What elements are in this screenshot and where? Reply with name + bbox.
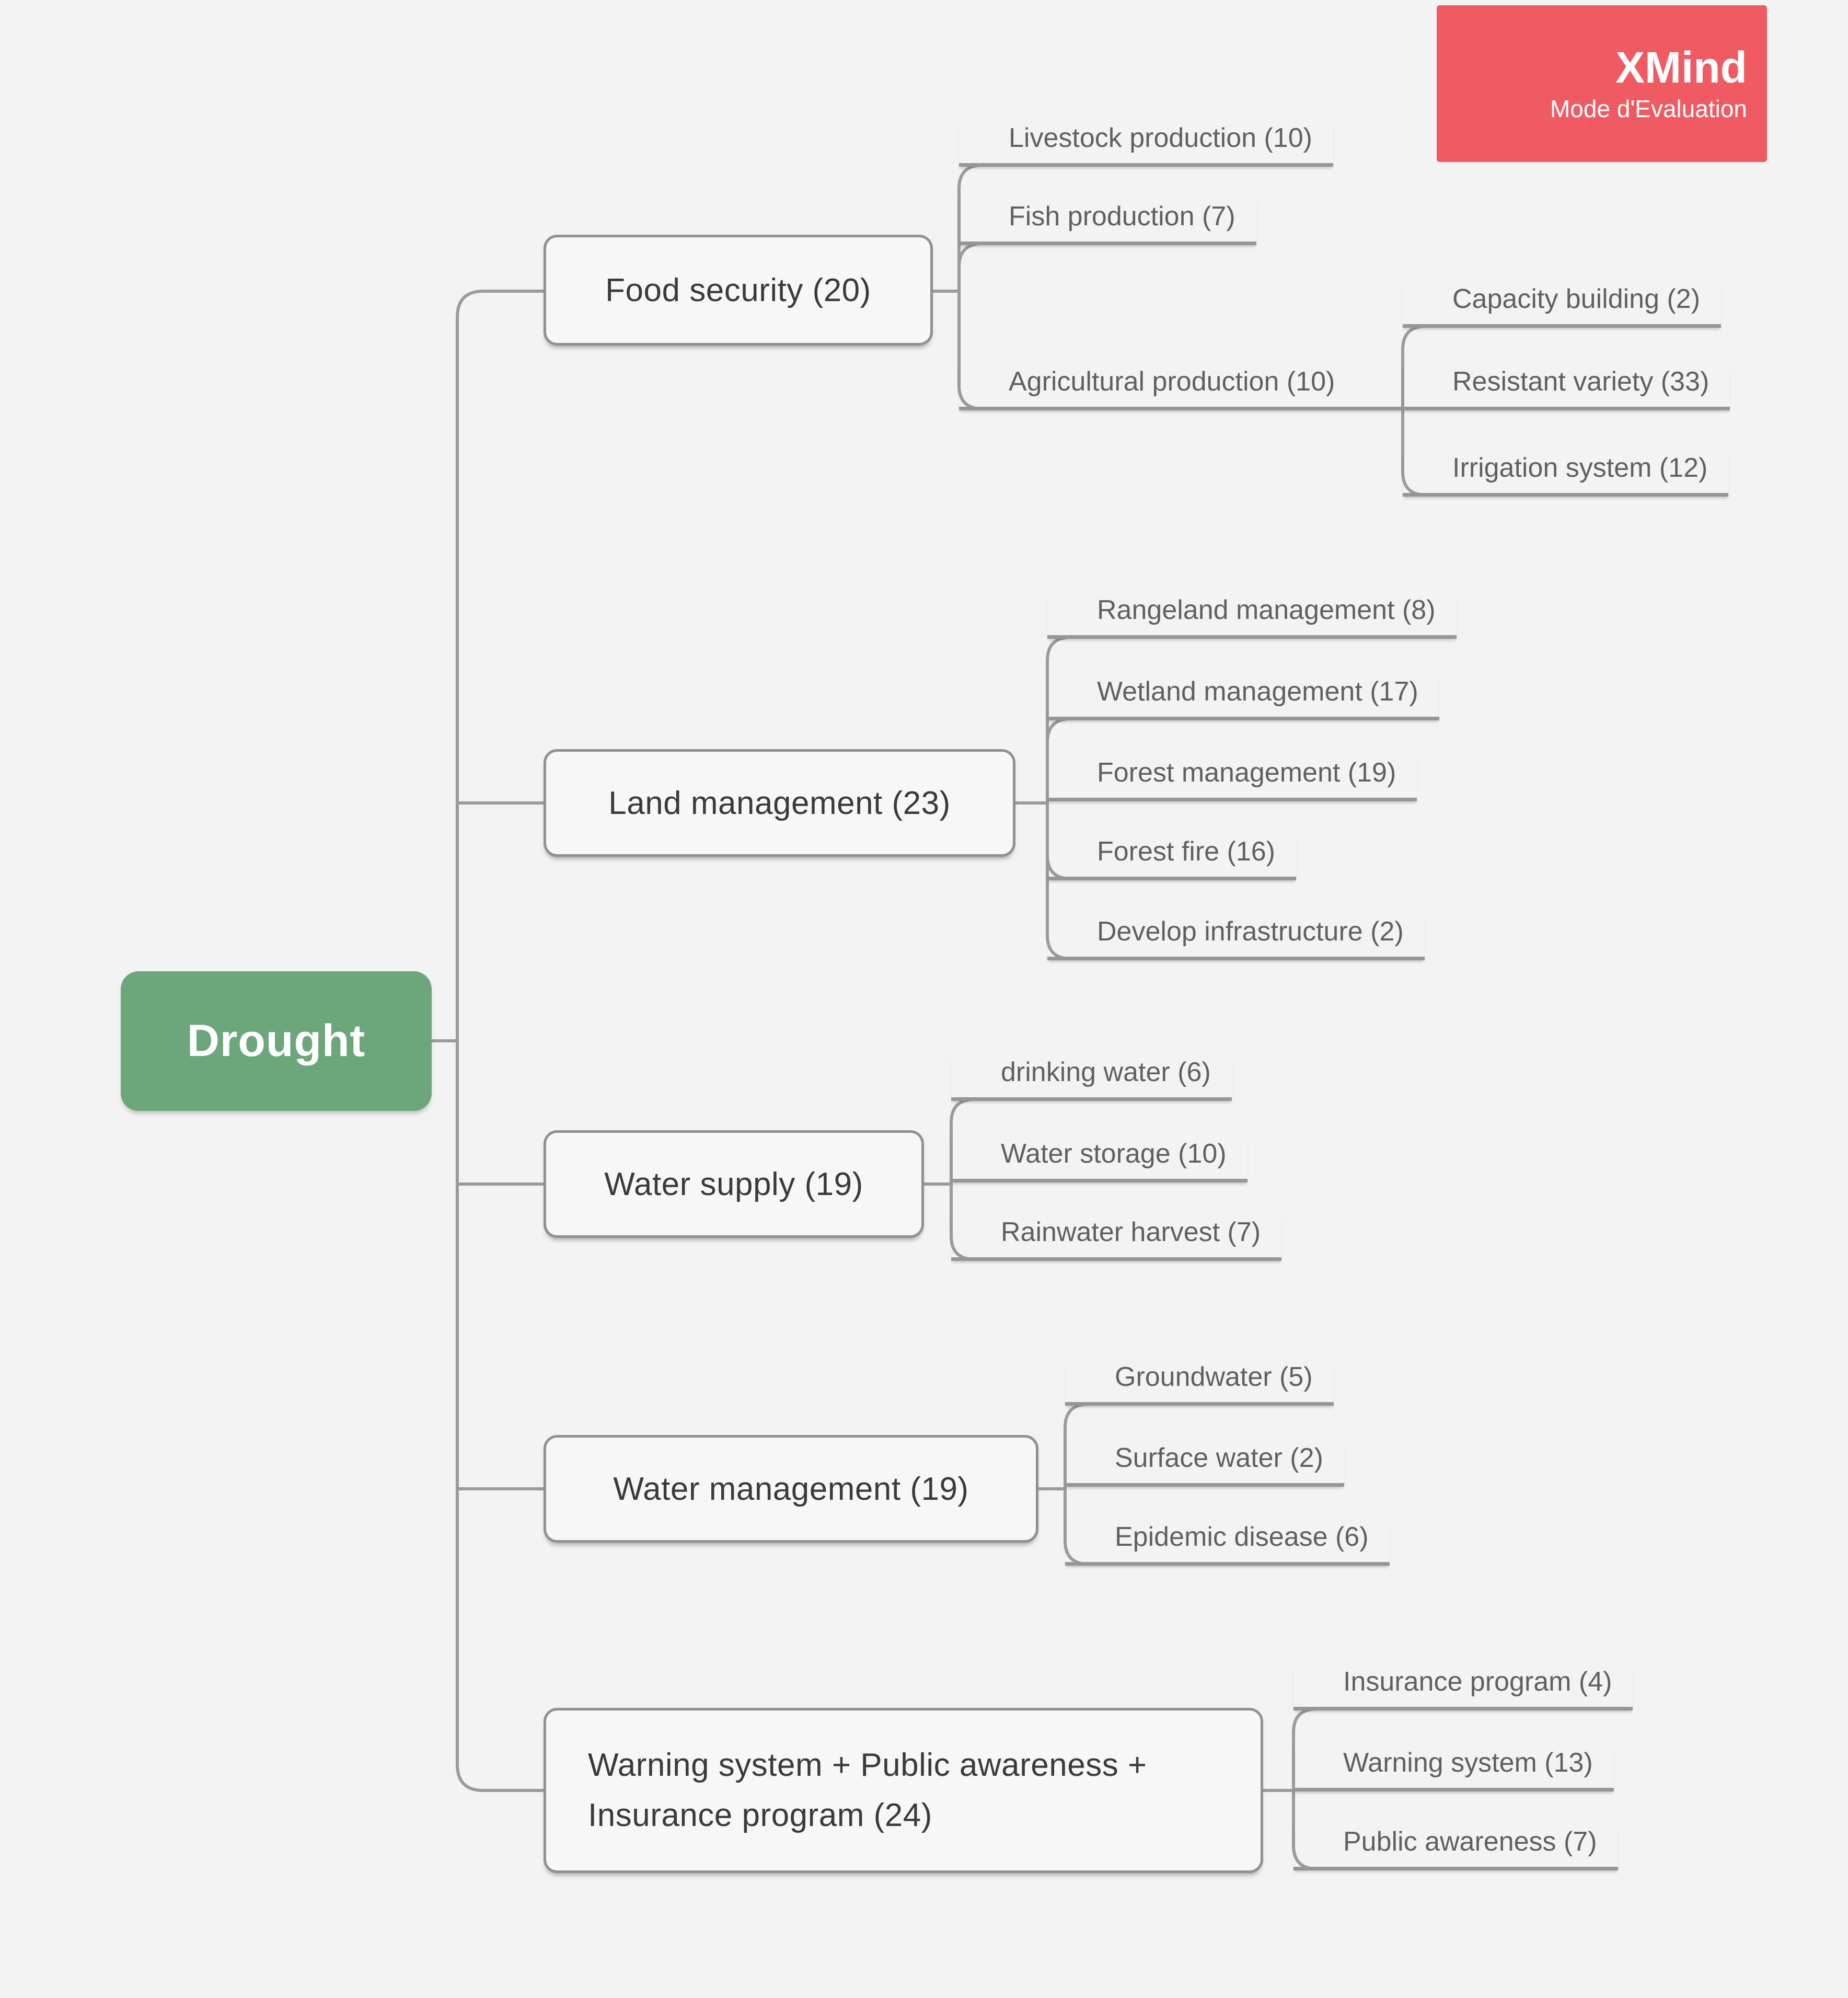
root-topic-drought[interactable]: Drought — [121, 971, 432, 1111]
leaf-forest-fire[interactable]: Forest fire (16) — [1047, 835, 1296, 880]
topic-food-security[interactable]: Food security (20) — [544, 235, 933, 346]
leaf-agricultural-production[interactable]: Agricultural production (10) — [959, 365, 1403, 410]
leaf-forest-management[interactable]: Forest management (19) — [1047, 756, 1417, 801]
leaf-capacity-building[interactable]: Capacity building (2) — [1403, 282, 1722, 328]
leaf-groundwater[interactable]: Groundwater (5) — [1065, 1360, 1334, 1406]
leaf-wetland-management[interactable]: Wetland management (17) — [1047, 675, 1439, 720]
leaf-livestock-production[interactable]: Livestock production (10) — [959, 121, 1333, 167]
leaf-develop-infrastructure[interactable]: Develop infrastructure (2) — [1047, 915, 1425, 960]
leaf-fish-production[interactable]: Fish production (7) — [959, 200, 1256, 245]
xmind-watermark-title: XMind — [1615, 43, 1747, 92]
xmind-watermark-subtitle: Mode d'Evaluation — [1550, 95, 1747, 122]
leaf-public-awareness[interactable]: Public awareness (7) — [1293, 1825, 1618, 1870]
topic-warning-public-insurance[interactable]: Warning system + Public awareness + Insu… — [544, 1708, 1263, 1873]
leaf-irrigation-system[interactable]: Irrigation system (12) — [1403, 451, 1729, 497]
leaf-water-storage[interactable]: Water storage (10) — [951, 1137, 1248, 1182]
leaf-insurance-program[interactable]: Insurance program (4) — [1293, 1665, 1633, 1710]
topic-water-management[interactable]: Water management (19) — [544, 1435, 1038, 1543]
trunk-connector — [456, 290, 545, 1792]
leaf-drinking-water[interactable]: drinking water (6) — [951, 1055, 1232, 1101]
leaf-epidemic-disease[interactable]: Epidemic disease (6) — [1065, 1520, 1390, 1566]
leaf-rainwater-harvest[interactable]: Rainwater harvest (7) — [951, 1215, 1282, 1261]
leaf-resistant-variety[interactable]: Resistant variety (33) — [1403, 365, 1730, 410]
leaf-surface-water[interactable]: Surface water (2) — [1065, 1441, 1344, 1487]
leaf-warning-system[interactable]: Warning system (13) — [1293, 1746, 1614, 1792]
xmind-watermark: XMind Mode d'Evaluation — [1437, 5, 1767, 162]
topic-water-supply[interactable]: Water supply (19) — [544, 1130, 924, 1238]
topic-land-management[interactable]: Land management (23) — [544, 749, 1015, 857]
leaf-rangeland-management[interactable]: Rangeland management (8) — [1047, 593, 1457, 639]
